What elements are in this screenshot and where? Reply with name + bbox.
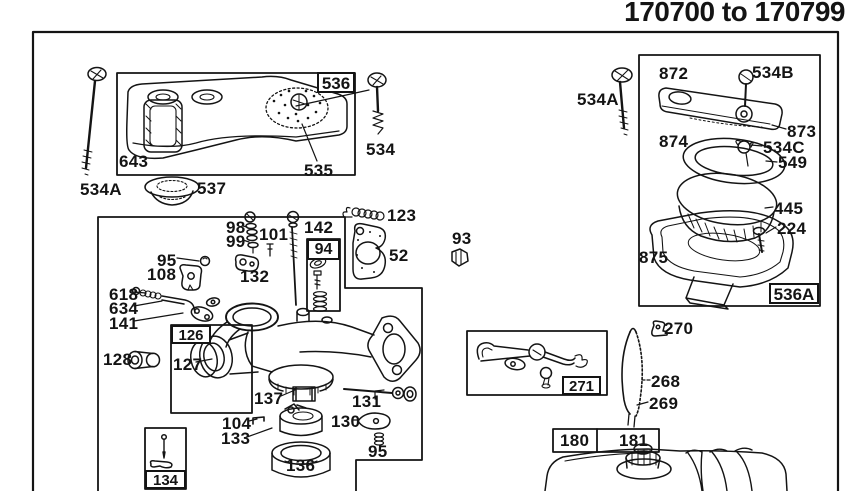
screen-dots — [272, 89, 322, 123]
part-label-618: 618 — [109, 285, 139, 304]
part-label-127: 127 — [173, 355, 203, 374]
part-label-128: 128 — [103, 350, 133, 369]
part-label-643: 643 — [119, 152, 149, 171]
screw-534a-left-drawing — [82, 68, 106, 176]
float-pin-131-drawing — [344, 387, 416, 401]
control-bracket-271-box — [467, 331, 607, 395]
part-label-536: 536 — [317, 72, 355, 93]
diaphragm-537-drawing — [145, 177, 199, 205]
part-label-108: 108 — [147, 265, 177, 284]
part-label-130: 130 — [331, 412, 361, 431]
part-label-94: 94 — [307, 239, 340, 260]
part-label-634: 634 — [109, 299, 139, 318]
nut-93-drawing — [452, 249, 468, 266]
part-label-875: 875 — [639, 248, 669, 267]
air-cleaner-box — [639, 55, 820, 306]
fuel-tank-bottom-drawing — [545, 444, 787, 491]
part-label-268: 268 — [651, 372, 681, 391]
part-label-874: 874 — [659, 132, 689, 151]
part-label-549: 549 — [778, 153, 808, 172]
screw-534-drawing — [368, 73, 386, 134]
venturi-126-box — [171, 325, 252, 413]
part-label-126: 126 — [171, 325, 211, 344]
part-label-131: 131 — [352, 392, 382, 411]
cover-872-drawing — [659, 88, 782, 129]
part-label-536a: 536A — [769, 283, 819, 304]
tank-header-box — [553, 429, 659, 452]
part-label-271: 271 — [562, 376, 601, 395]
part-label-95-upper: 95 — [157, 251, 177, 270]
governor-link-268-269-drawing — [622, 329, 650, 428]
carburetor-body-drawing — [188, 304, 421, 402]
part-label-142: 142 — [304, 218, 334, 237]
part-label-137: 137 — [254, 389, 284, 408]
carburetor-box — [98, 217, 422, 491]
plate-108-drawing — [180, 265, 202, 290]
fuel-tank-box — [117, 73, 355, 175]
bushing-128-drawing — [128, 352, 160, 369]
bowl-136-drawing — [272, 442, 330, 477]
page-title: 170700 to 170799 — [624, 0, 845, 27]
clamp-270-drawing — [652, 321, 667, 336]
part-label-535: 535 — [304, 161, 334, 180]
part-label-101: 101 — [259, 225, 289, 244]
part-label-534a-air-cleaner: 534A — [577, 90, 619, 109]
part-label-180: 180 — [560, 431, 590, 450]
part-label-95-lower: 95 — [368, 442, 388, 461]
part-label-52: 52 — [389, 246, 409, 265]
screw-534b-drawing — [739, 70, 753, 106]
part-label-445: 445 — [774, 199, 804, 218]
needle-134-box — [145, 428, 186, 489]
kit-94-parts-drawing — [309, 256, 327, 311]
seat-130-drawing — [358, 413, 390, 429]
part-label-537: 537 — [197, 179, 227, 198]
leader-lines-air-cleaner — [751, 125, 786, 233]
part-label-99: 99 — [226, 232, 246, 251]
part-label-534c: 534C — [763, 138, 805, 157]
part-label-872: 872 — [659, 64, 689, 83]
gasket-52-drawing — [353, 224, 385, 279]
float-valve-133-drawing — [280, 404, 322, 436]
part-label-534a-top-left: 534A — [80, 180, 122, 199]
fuel-tank-drawing — [127, 76, 347, 158]
part-label-136: 136 — [286, 456, 316, 475]
ball-95-upper-drawing — [201, 257, 210, 266]
leader-lines-tank — [296, 90, 369, 161]
page-border — [33, 32, 838, 491]
part-label-534: 534 — [366, 140, 396, 159]
base-875-drawing — [650, 211, 793, 309]
part-label-141: 141 — [109, 314, 139, 333]
part-label-181: 181 — [619, 431, 649, 450]
pin-104-drawing — [253, 417, 264, 424]
part-label-132: 132 — [240, 267, 270, 286]
part-label-224: 224 — [777, 219, 807, 238]
part-label-134: 134 — [145, 470, 186, 489]
needle-142-drawing — [288, 212, 299, 306]
spring-95-lower-drawing — [375, 433, 384, 445]
part-label-534b: 534B — [752, 63, 794, 82]
control-bracket-271-drawing — [477, 343, 587, 388]
part-label-269: 269 — [649, 394, 679, 413]
part-label-104: 104 — [222, 414, 252, 433]
screw-534a-right-drawing — [612, 68, 632, 135]
part-label-98: 98 — [226, 218, 246, 237]
part-label-133: 133 — [221, 429, 251, 448]
part-label-93: 93 — [452, 229, 472, 248]
cap-181-drawing — [617, 444, 671, 479]
part-label-873: 873 — [787, 122, 817, 141]
needle-clip-134-drawing — [151, 435, 172, 468]
pump-parts-98-99-101-132-drawing — [236, 212, 273, 271]
spring-123-drawing — [343, 208, 384, 221]
leader-lines-carb — [134, 226, 384, 437]
part-label-123: 123 — [387, 206, 417, 225]
wingnut-534c-drawing — [738, 141, 750, 153]
filter-874-drawing — [681, 134, 787, 188]
part-label-270: 270 — [664, 319, 694, 338]
